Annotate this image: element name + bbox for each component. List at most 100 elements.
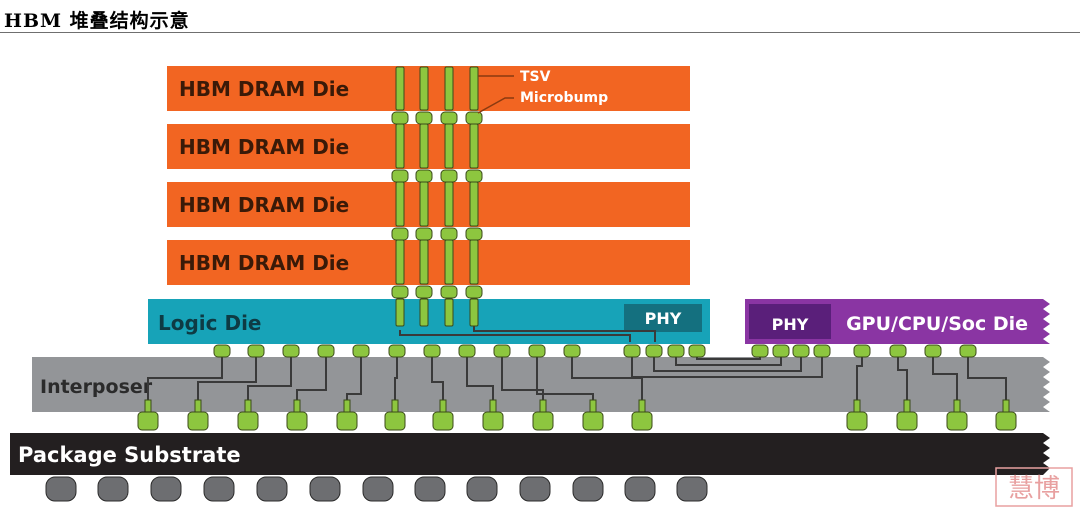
tsv <box>444 123 454 169</box>
interposer-bump <box>532 411 554 431</box>
interposer-label: Interposer <box>40 376 153 398</box>
tsv <box>469 181 479 227</box>
page-title: HBM 堆叠结构示意 <box>4 10 190 32</box>
tsv <box>395 66 405 111</box>
interposer-via <box>903 399 911 413</box>
soc-bump <box>772 344 790 358</box>
microbump <box>415 227 433 241</box>
dram-die-label: HBM DRAM Die <box>179 135 349 159</box>
package-ball <box>150 476 182 502</box>
interposer-bump <box>482 411 504 431</box>
dram-die-label: HBM DRAM Die <box>179 193 349 217</box>
interposer-wire <box>147 350 223 404</box>
interposer-via <box>144 399 152 413</box>
interposer-wire <box>501 350 544 404</box>
microbump <box>440 227 458 241</box>
dram-die-label: HBM DRAM Die <box>179 77 349 101</box>
interposer-via <box>439 399 447 413</box>
tsv <box>469 66 479 111</box>
tsv <box>444 66 454 111</box>
interposer-wire <box>856 350 863 404</box>
microbump <box>440 285 458 299</box>
interposer-bump <box>237 411 259 431</box>
logic-bump <box>213 344 231 358</box>
tsv <box>419 66 429 111</box>
package-ball <box>466 476 498 502</box>
interposer-via <box>638 399 646 413</box>
package-balls <box>45 476 708 502</box>
package-ball <box>676 476 708 502</box>
interposer-bump <box>846 411 868 431</box>
interposer-via <box>391 399 399 413</box>
logic-die-label: Logic Die <box>158 311 262 335</box>
interposer-wire <box>197 350 257 404</box>
interposer-bump <box>384 411 406 431</box>
package-ball <box>414 476 446 502</box>
package-ball <box>624 476 656 502</box>
microbump <box>465 169 483 183</box>
interposer-wire <box>536 350 594 404</box>
microbump-label: Microbump <box>520 90 608 106</box>
dram-die-label: HBM DRAM Die <box>179 251 349 275</box>
interposer-bump <box>582 411 604 431</box>
soc-bump <box>853 344 871 358</box>
interposer-wire <box>431 350 444 404</box>
phy-link-wire <box>653 350 802 372</box>
package-ball <box>256 476 288 502</box>
package-ball <box>362 476 394 502</box>
soc-bump <box>813 344 831 358</box>
tsv <box>444 181 454 227</box>
microbump <box>465 111 483 125</box>
interposer-via <box>953 399 961 413</box>
watermark-stamp: 慧博 <box>995 467 1073 507</box>
interposer-via <box>194 399 202 413</box>
package-ball <box>519 476 551 502</box>
interposer-bump <box>137 411 159 431</box>
soc-bump <box>924 344 942 358</box>
logic-bump <box>388 344 406 358</box>
tsv <box>469 298 479 327</box>
interposer-bump <box>187 411 209 431</box>
interposer-bump <box>286 411 308 431</box>
soc-bump <box>792 344 810 358</box>
logic-bump <box>458 344 476 358</box>
soc-bump <box>959 344 977 358</box>
logic-phy-label: PHY <box>645 309 682 328</box>
interposer-wire <box>247 350 292 404</box>
interposer-bump <box>631 411 653 431</box>
tsv-to-phy-wire <box>473 326 656 342</box>
logic-die <box>148 299 710 344</box>
title-bar: HBM 堆叠结构示意 <box>0 0 1080 33</box>
phy-link-wire <box>631 350 823 378</box>
tsv <box>395 239 405 285</box>
interposer-via <box>293 399 301 413</box>
tsv <box>469 239 479 285</box>
interposer-wire <box>571 350 643 404</box>
microbump <box>415 111 433 125</box>
soc-die-label: GPU/CPU/Soc Die <box>846 313 1028 335</box>
microbump <box>391 227 409 241</box>
microbump <box>440 169 458 183</box>
interposer-wire <box>466 350 494 404</box>
logic-bump <box>667 344 685 358</box>
tsv <box>419 239 429 285</box>
interposer-via <box>489 399 497 413</box>
logic-bump <box>563 344 581 358</box>
tsv <box>444 298 454 327</box>
package-ball <box>97 476 129 502</box>
tsv-label: TSV <box>520 69 551 85</box>
microbump <box>440 111 458 125</box>
watermark-text: 慧博 <box>1008 474 1060 504</box>
tsv <box>395 298 405 327</box>
logic-bump <box>282 344 300 358</box>
soc-phy-label: PHY <box>772 315 809 334</box>
interposer-bump <box>995 411 1017 431</box>
tsv <box>395 181 405 227</box>
tsv <box>469 123 479 169</box>
logic-bump <box>623 344 641 358</box>
logic-phy-block <box>624 304 702 332</box>
package-substrate-label: Package Substrate <box>18 443 241 467</box>
tsv <box>395 123 405 169</box>
microbump <box>391 111 409 125</box>
tsv-to-phy-wire <box>399 330 631 342</box>
